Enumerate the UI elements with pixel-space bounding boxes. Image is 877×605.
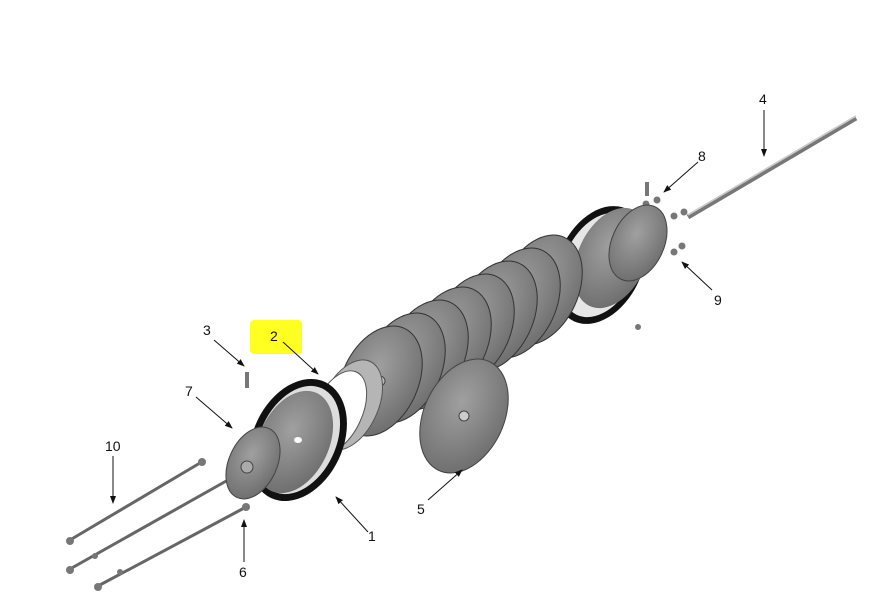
axle-shaft (686, 115, 858, 220)
callout-8: 8 (698, 148, 706, 164)
callout-2: 2 (270, 328, 278, 344)
callout-3: 3 (203, 322, 211, 338)
callout-6: 6 (239, 564, 247, 580)
hub-plate (225, 426, 281, 500)
disc-stack (337, 234, 583, 437)
nuts-washers (66, 196, 688, 591)
cutting-disc (419, 358, 509, 474)
callout-10: 10 (105, 438, 121, 454)
callout-7: 7 (185, 383, 193, 399)
bolt (645, 182, 649, 196)
leader-arrows (110, 110, 767, 562)
tie-rods (69, 461, 247, 588)
callout-9: 9 (714, 292, 722, 308)
callout-4: 4 (759, 91, 767, 107)
callout-1: 1 (368, 528, 376, 544)
bolt (245, 372, 249, 388)
callout-5: 5 (417, 501, 425, 517)
callout-2-highlight (250, 320, 302, 354)
